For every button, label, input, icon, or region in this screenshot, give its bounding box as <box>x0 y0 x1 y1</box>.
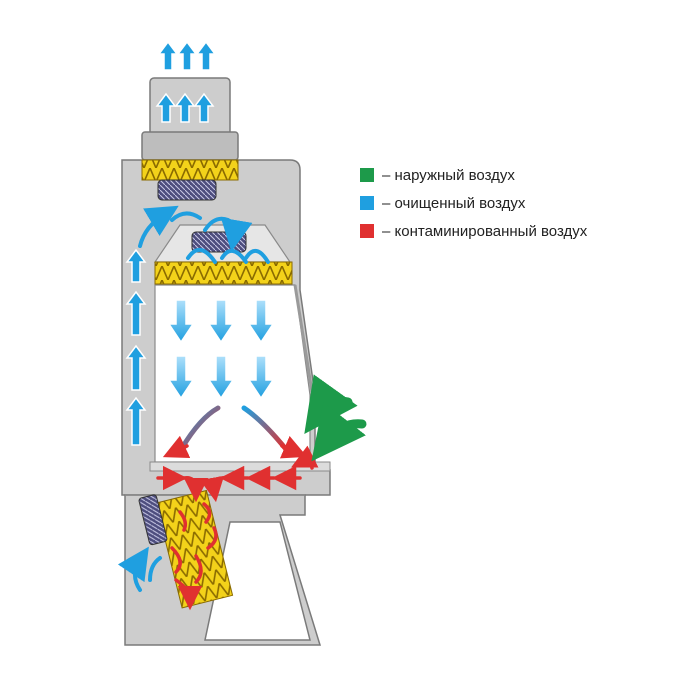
legend-item-clean-air: – очищенный воздух <box>360 190 660 216</box>
legend-item-outside-air: – наружный воздух <box>360 162 660 188</box>
legend-label: – контаминированный воздух <box>382 222 588 240</box>
blue-square-icon <box>360 196 374 210</box>
legend: – наружный воздух – очищенный воздух – к… <box>360 162 660 246</box>
clean-air-curves <box>117 205 270 592</box>
contaminated-air-flow <box>156 435 319 611</box>
clean-air-flow <box>125 40 275 446</box>
legend-item-contaminated-air: – контаминированный воздух <box>360 218 660 244</box>
exhaust-fan-icon <box>157 179 217 201</box>
supply-hepa-filter <box>154 261 293 285</box>
lower-fan-icon <box>138 494 168 546</box>
legend-label: – очищенный воздух <box>382 194 526 212</box>
exhaust-filter <box>141 159 239 181</box>
outside-air-flow <box>304 374 368 462</box>
legend-label: – наружный воздух <box>382 166 515 184</box>
green-square-icon <box>360 168 374 182</box>
red-square-icon <box>360 224 374 238</box>
